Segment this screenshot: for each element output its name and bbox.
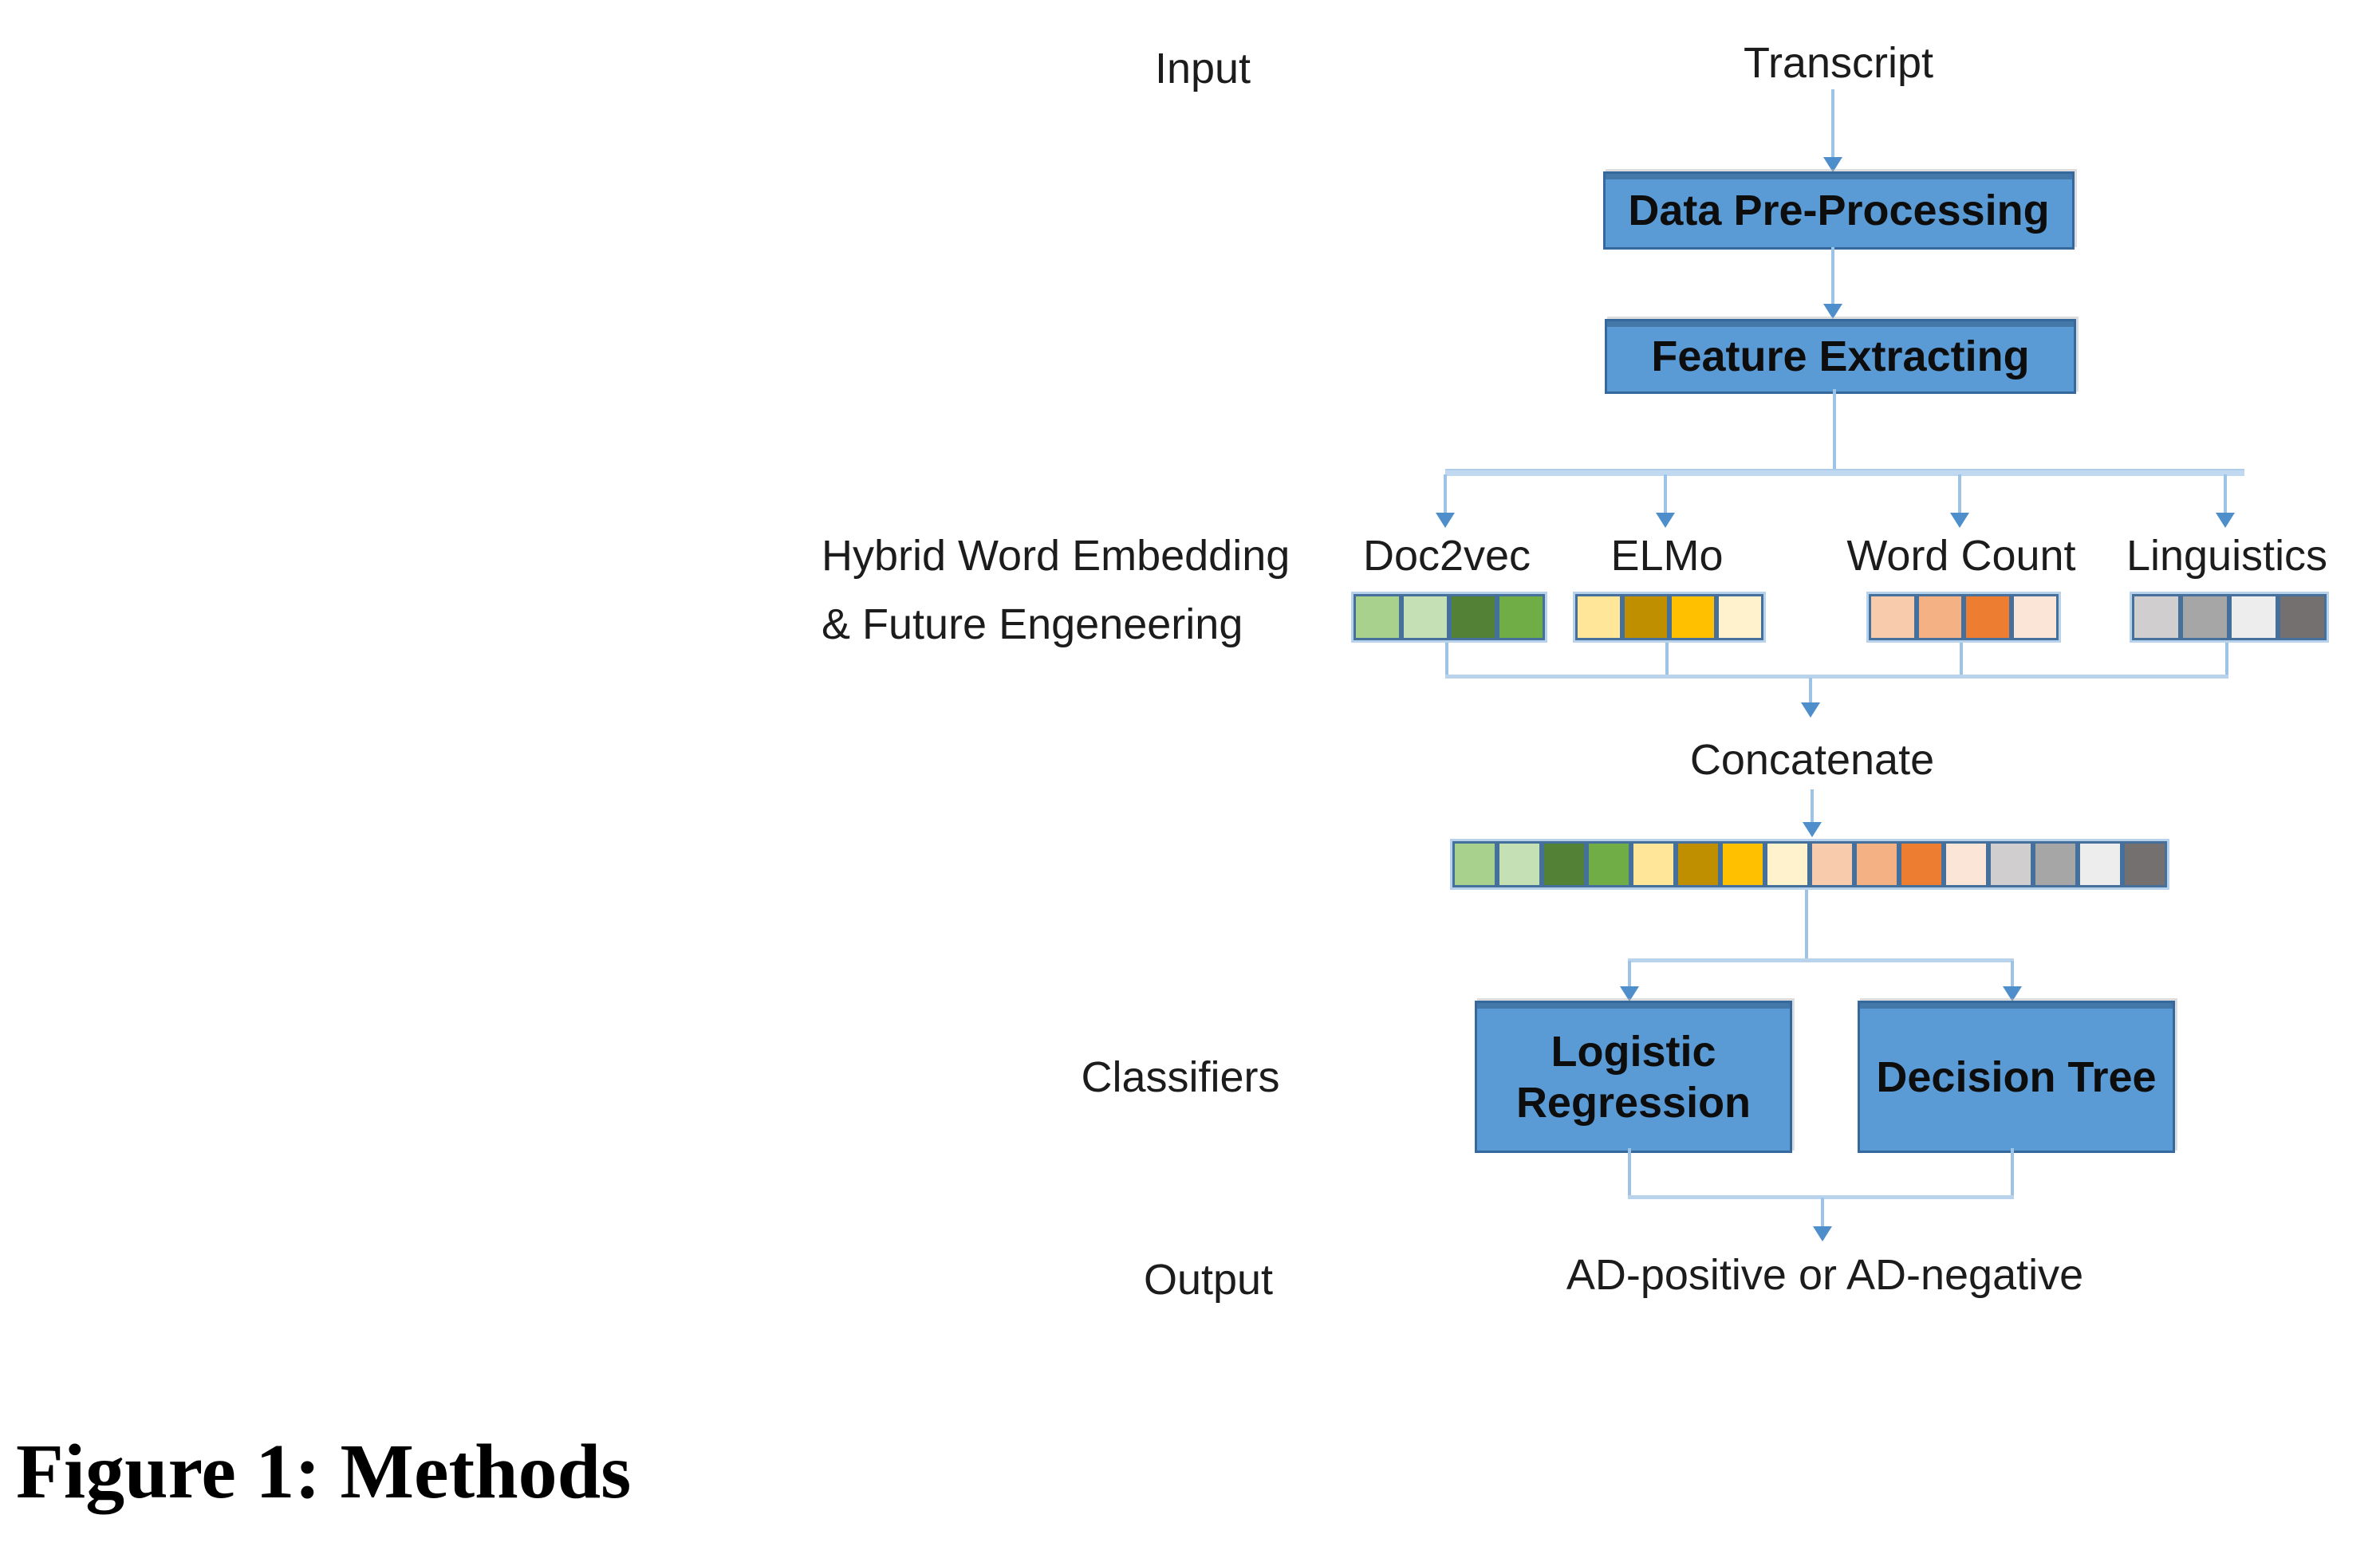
node-concatenate: Concatenate <box>1689 736 1935 784</box>
feature-strip-doc2vec <box>1351 592 1547 643</box>
node-decision-tree: Decision Tree <box>1858 1001 2175 1153</box>
feature-cell <box>2278 594 2327 640</box>
node-data-preprocessing-label: Data Pre-Processing <box>1628 187 2050 234</box>
feature-cell <box>1944 841 1988 887</box>
arrowhead-down-icon <box>1823 304 1842 319</box>
row-label-input: Input <box>1154 45 1251 92</box>
feature-cell <box>1401 594 1449 640</box>
connector-line <box>1628 1148 1631 1198</box>
arrowhead-down-icon <box>1823 157 1842 172</box>
feature-label-elmo: ELMo <box>1610 532 1724 580</box>
connector-line <box>2225 643 2228 676</box>
feature-cell <box>1676 841 1720 887</box>
output-value: AD-positive or AD-negative <box>1566 1251 2084 1299</box>
feature-cell <box>1622 594 1669 640</box>
node-feature-extracting-label: Feature Extracting <box>1651 332 2030 380</box>
concatenated-vector-strip <box>1450 839 2169 890</box>
feature-cell <box>1964 594 2012 640</box>
connector-line <box>1821 1198 1824 1228</box>
feature-strip-word-count <box>1866 592 2061 643</box>
row-label-hybrid-line1: Hybrid Word Embedding <box>822 532 1290 580</box>
feature-cell <box>2132 594 2181 640</box>
arrowhead-down-icon <box>1803 822 1822 837</box>
feature-cell <box>2181 594 2229 640</box>
feature-strip-elmo <box>1573 592 1766 643</box>
feature-cell <box>1854 841 1899 887</box>
feature-label-linguistics: Linguistics <box>2126 532 2328 580</box>
connector-line <box>1958 474 1961 514</box>
connector-line <box>1445 675 2228 679</box>
connector-line <box>1628 958 2014 962</box>
row-label-output: Output <box>1143 1256 1274 1304</box>
feature-cell <box>1988 841 2033 887</box>
feature-cell <box>1810 841 1854 887</box>
arrowhead-down-icon <box>2003 986 2022 1001</box>
connector-line <box>1811 789 1814 824</box>
connector-line <box>1444 474 1447 514</box>
feature-cell <box>1869 594 1917 640</box>
feature-cell <box>1765 841 1810 887</box>
feature-cell <box>2078 841 2122 887</box>
connector-line <box>1831 247 1834 306</box>
feature-cell <box>1449 594 1497 640</box>
feature-cell <box>1497 841 1542 887</box>
feature-label-doc2vec: Doc2vec <box>1362 532 1531 580</box>
connector-line <box>1664 474 1667 514</box>
row-label-classifiers: Classifiers <box>1081 1053 1280 1101</box>
connector-line <box>1445 643 1448 676</box>
feature-cell <box>1354 594 1401 640</box>
connector-line <box>2224 474 2227 514</box>
arrowhead-down-icon <box>1801 702 1820 718</box>
node-transcript: Transcript <box>1743 39 1934 87</box>
arrowhead-down-icon <box>2216 513 2235 528</box>
node-data-preprocessing: Data Pre-Processing <box>1603 171 2075 250</box>
feature-cell <box>1542 841 1586 887</box>
arrowhead-down-icon <box>1813 1226 1832 1241</box>
feature-cell <box>1720 841 1765 887</box>
feature-cell <box>1899 841 1944 887</box>
connector-line <box>2011 1148 2014 1198</box>
figure-caption: Figure 1: Methods <box>16 1429 632 1515</box>
connector-line <box>1628 1195 2014 1199</box>
connector-line <box>1809 678 1812 705</box>
feature-cell <box>1497 594 1545 640</box>
node-logistic-regression: Logistic Regression <box>1475 1001 1792 1153</box>
node-feature-extracting: Feature Extracting <box>1605 319 2076 394</box>
feature-cell <box>1716 594 1763 640</box>
connector-line <box>1960 643 1963 676</box>
row-label-hybrid-line2: & Future Engeneering <box>822 600 1243 648</box>
connector-line <box>2011 961 2014 988</box>
feature-cell <box>1631 841 1676 887</box>
feature-cell <box>2011 594 2059 640</box>
arrowhead-down-icon <box>1620 986 1639 1001</box>
feature-cell <box>1575 594 1622 640</box>
feature-cell <box>1916 594 1964 640</box>
feature-strip-linguistics <box>2130 592 2329 643</box>
feature-cell <box>2229 594 2278 640</box>
arrowhead-down-icon <box>1656 513 1675 528</box>
feature-cell <box>1452 841 1497 887</box>
feature-cell <box>2122 841 2167 887</box>
feature-cell <box>1586 841 1631 887</box>
connector-line <box>1445 469 2244 476</box>
feature-cell <box>2033 841 2078 887</box>
connector-line <box>1665 643 1669 676</box>
node-decision-tree-label: Decision Tree <box>1876 1052 2157 1101</box>
connector-line <box>1831 89 1834 159</box>
arrowhead-down-icon <box>1436 513 1455 528</box>
connector-line <box>1833 389 1836 470</box>
connector-line <box>1628 961 1631 988</box>
arrowhead-down-icon <box>1950 513 1969 528</box>
node-logistic-regression-label: Logistic Regression <box>1515 1027 1752 1127</box>
connector-line <box>1805 890 1808 960</box>
feature-cell <box>1669 594 1716 640</box>
feature-label-word-count: Word Count <box>1846 532 2076 580</box>
